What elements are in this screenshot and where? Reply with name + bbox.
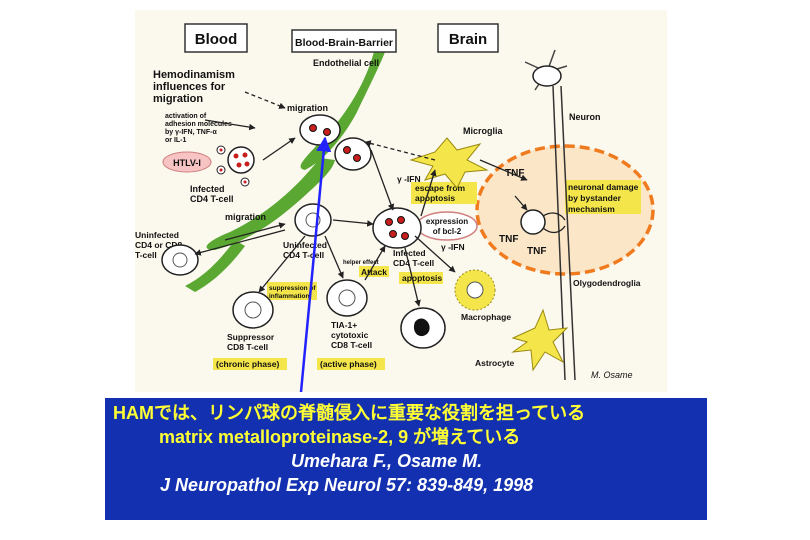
label-infected-1: Infected [190, 184, 225, 194]
header-blood-box [184, 23, 248, 53]
chronic-highlight [213, 358, 287, 370]
label-migration-top: migration [287, 103, 328, 113]
suppressor-cd8-cell [232, 291, 274, 329]
caption-line-1: HAMでは、リンパ球の脊髄侵入に重要な役割を担っている [113, 403, 586, 423]
header-blood: Blood [195, 31, 238, 48]
label-escape-1: escape from [415, 183, 466, 193]
label-tia-1: TIA-1+ [331, 320, 357, 330]
label-apoptosis: apoptosis [402, 273, 442, 283]
label-influences: influences for [153, 81, 226, 93]
macrophage-cell [454, 269, 496, 311]
header-bbb-box [291, 29, 397, 53]
label-activation-3: by γ-IFN, TNF-α [165, 129, 217, 136]
infected-cd4-cell-blood [216, 145, 255, 187]
uninfected-cell-left [161, 244, 199, 276]
suppression-highlight [267, 282, 317, 300]
label-oligodendroglia: Olygodendroglia [573, 278, 641, 288]
label-uninfected-left-2: CD4 or CD8 [135, 240, 183, 250]
label-infected-brain-2: CD4 T-cell [393, 258, 434, 268]
pointer-arrow [299, 136, 332, 392]
attack-highlight [359, 266, 389, 277]
active-highlight [317, 358, 385, 370]
label-gamma-ifn-top: γ -IFN [397, 174, 421, 184]
label-tnf-3: TNF [527, 246, 546, 257]
caption-box: HAMでは、リンパ球の脊髄侵入に重要な役割を担っている matrix metal… [105, 398, 707, 520]
migrating-cell-top [299, 114, 341, 146]
label-infected-brain-1: Infected [393, 248, 426, 258]
escape-highlight [411, 182, 477, 204]
diagram-arrows [194, 91, 528, 307]
label-htlv: HTLV-I [173, 158, 201, 168]
cytotoxic-cd8-cell [326, 279, 368, 317]
htlv-badge [162, 151, 212, 173]
header-bbb: Blood-Brain-Barrier [295, 37, 393, 49]
label-uninfected-mid-2: CD4 T-cell [283, 250, 324, 260]
label-gamma-ifn-bottom: γ -IFN [441, 242, 465, 252]
label-tnf-1: TNF [505, 168, 524, 179]
endothelium-upper [300, 48, 385, 170]
label-suppressor-1: Suppressor [227, 332, 275, 342]
caption-authors: Umehara F., Osame M. [291, 451, 483, 471]
infected-cell-crossing [334, 137, 372, 171]
label-endothelial-cell: Endothelial cell [313, 58, 379, 68]
immunopathogenesis-diagram: Blood Blood-Brain-Barrier Brain Endothel… [135, 10, 667, 392]
caption-line-2: matrix metalloproteinase-2, 9 が増えている [159, 427, 521, 447]
apoptotic-cell [400, 307, 446, 349]
label-damage-2: by bystander [568, 193, 622, 203]
header-brain: Brain [449, 31, 487, 48]
header-brain-box [437, 23, 499, 53]
label-macrophage: Macrophage [461, 312, 511, 322]
label-uninfected-left-3: T-cell [135, 250, 157, 260]
label-attack: Attack [361, 267, 387, 277]
label-tia-3: CD8 T-cell [331, 340, 372, 350]
label-hemodinamism: Hemodinamism [153, 69, 235, 81]
label-activation-1: activation of [165, 113, 207, 120]
label-suppression-1: suppression of [269, 285, 316, 292]
label-chronic-phase: (chronic phase) [216, 359, 279, 369]
microglia-cell [409, 137, 489, 189]
label-active-phase: (active phase) [320, 359, 377, 369]
label-migration-hemo: migration [153, 93, 203, 105]
label-astrocyte: Astrocyte [475, 358, 514, 368]
label-activation-4: or IL-1 [165, 137, 186, 144]
label-escape-2: apoptosis [415, 193, 455, 203]
oligodendroglia-cell [520, 209, 566, 235]
apoptosis-highlight [399, 272, 443, 284]
infected-cd4-cell-brain [372, 207, 422, 249]
uninfected-cd4-cell-mid [294, 203, 332, 237]
label-signature: M. Osame [591, 370, 633, 380]
label-tnf-2: TNF [499, 234, 518, 245]
caption-citation: J Neuropathol Exp Neurol 57: 839-849, 19… [160, 475, 534, 495]
label-infected-2: CD4 T-cell [190, 194, 234, 204]
endothelium-bottom [185, 240, 245, 292]
label-helper-effect: helper effect [343, 260, 379, 266]
label-uninfected-mid-1: Uninfected [283, 240, 327, 250]
label-damage-1: neuronal damage [568, 182, 639, 192]
label-damage-3: mechanism [568, 204, 615, 214]
label-activation-2: adhesion molecules [165, 121, 232, 128]
astrocyte-cell [511, 308, 569, 372]
label-uninfected-left-1: Uninfected [135, 230, 179, 240]
label-suppression-2: inflammation [269, 293, 309, 300]
label-bcl2: of bcl-2 [433, 227, 462, 236]
endothelium-lower [206, 158, 335, 250]
label-neuron: Neuron [569, 112, 601, 122]
label-expression: expression [426, 217, 468, 226]
label-migration-mid: migration [225, 212, 266, 222]
damage-highlight [565, 180, 641, 214]
label-suppressor-2: CD8 T-cell [227, 342, 268, 352]
label-tia-2: cytotoxic [331, 330, 369, 340]
label-microglia: Microglia [463, 126, 504, 136]
